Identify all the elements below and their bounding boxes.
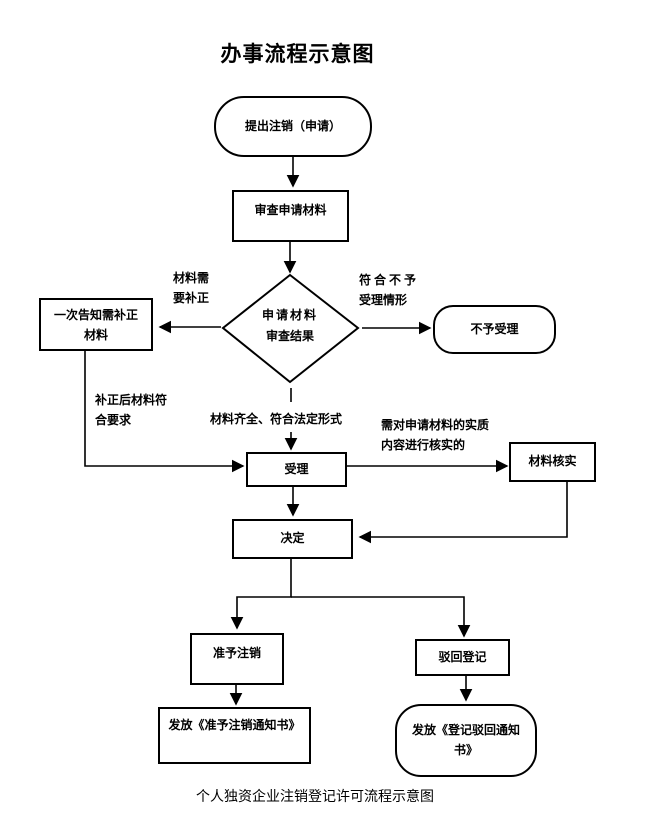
label-not-accept-line2: 受理情形 (359, 293, 408, 307)
deny-node: 驳回登记 (415, 639, 510, 676)
decision-diamond (221, 273, 360, 384)
approve-node-label: 准予注销 (212, 646, 261, 660)
start-node-label: 提出注销（申请） (244, 119, 341, 133)
label-need-correction-line2: 要补正 (173, 291, 210, 305)
label-complete-text: 材料齐全、符合法定形式 (210, 412, 343, 426)
issue-approve-node: 发放《准予注销通知书》 (158, 707, 311, 764)
decision-label-line1: 申请材料 (261, 308, 318, 322)
issue-deny-line1: 发放《登记驳回通知 (411, 723, 520, 737)
label-verify-needed-line1: 需对申请材料的实质 (381, 418, 490, 432)
label-complete: 材料齐全、符合法定形式 (210, 409, 342, 429)
notify-correction-node: 一次告知需补正 材料 (39, 298, 153, 351)
approve-node: 准予注销 (190, 633, 284, 685)
reject-node-label: 不予受理 (470, 322, 519, 336)
label-need-correction-line1: 材料需 (173, 271, 210, 285)
decision-label-line2: 审查结果 (265, 329, 314, 343)
review-node-label: 审查申请材料 (254, 203, 327, 217)
accept-node: 受理 (246, 452, 347, 487)
edge-verify-decide (358, 482, 568, 544)
label-need-correction: 材料需 要补正 (173, 268, 209, 308)
label-not-accept-line1: 符合不予 (359, 273, 420, 287)
page-title: 办事流程示意图 (220, 41, 375, 66)
notify-correction-line1: 一次告知需补正 (53, 308, 138, 322)
label-verify-needed: 需对申请材料的实质 内容进行核实的 (381, 415, 489, 455)
edge-decide-branch-right (291, 596, 471, 638)
label-not-accept: 符合不予 受理情形 (359, 270, 419, 310)
edge-corrected-accept (84, 350, 245, 473)
accept-node-label: 受理 (284, 462, 309, 476)
label-verify-needed-line2: 内容进行核实的 (381, 438, 466, 452)
label-corrected-line2: 合要求 (95, 413, 132, 427)
decision-label: 申请材料 审查结果 (240, 305, 340, 347)
edge-decide-branch (230, 558, 292, 630)
decide-node: 决定 (232, 519, 353, 559)
figure-caption: 个人独资企业注销登记许可流程示意图 (196, 789, 434, 805)
verify-node: 材料核实 (509, 442, 596, 482)
start-node: 提出注销（申请） (214, 96, 372, 157)
notify-correction-line2: 材料 (83, 328, 108, 342)
deny-node-label: 驳回登记 (438, 650, 487, 664)
label-corrected: 补正后材料符 合要求 (95, 390, 167, 430)
decide-node-label: 决定 (280, 531, 305, 545)
issue-approve-label: 发放《准予注销通知书》 (168, 718, 301, 732)
issue-deny-node: 发放《登记驳回通知 书》 (395, 704, 537, 777)
issue-deny-line2: 书》 (453, 743, 478, 757)
verify-node-label: 材料核实 (528, 454, 577, 468)
label-corrected-line1: 补正后材料符 (95, 393, 168, 407)
review-node: 审查申请材料 (232, 190, 349, 242)
reject-node: 不予受理 (433, 305, 556, 354)
